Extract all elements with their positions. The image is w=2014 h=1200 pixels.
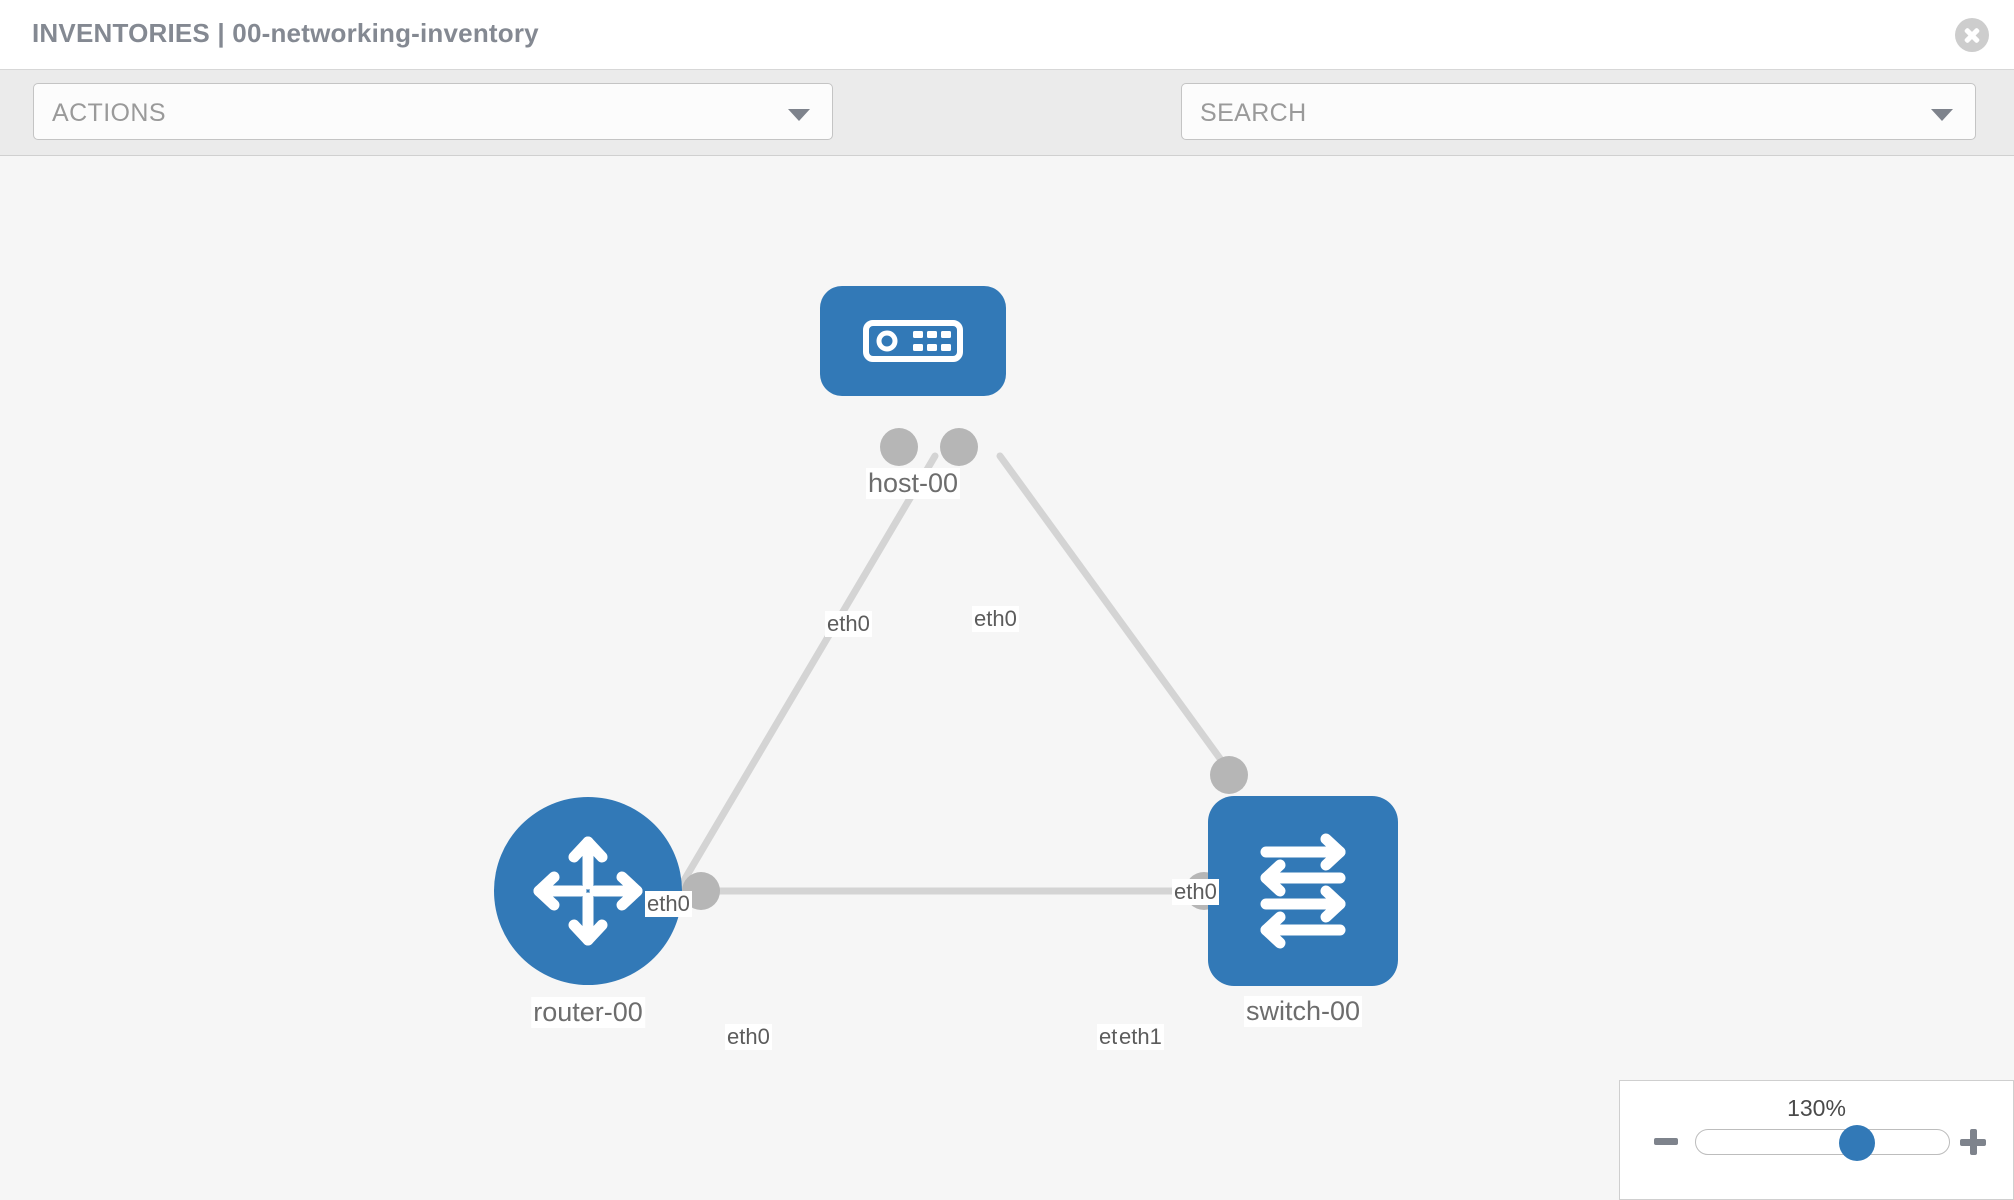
port-host-right[interactable]	[940, 428, 978, 466]
port-host-left[interactable]	[880, 428, 918, 466]
page-title: INVENTORIES | 00-networking-inventory	[32, 18, 539, 48]
node-router-00-label: router-00	[531, 997, 645, 1028]
link-host-switch	[996, 452, 1244, 790]
port-label-host-left: eth0	[825, 611, 872, 637]
port-label-switch-up: eth0	[1172, 879, 1219, 905]
topology-links	[656, 452, 1244, 925]
port-label-router-right: eth0	[725, 1024, 772, 1050]
link-host-router	[656, 452, 939, 925]
plus-icon[interactable]	[1960, 1129, 1986, 1155]
search-placeholder: SEARCH	[1200, 99, 1307, 127]
page-header: INVENTORIES | 00-networking-inventory	[0, 0, 2014, 70]
actions-dropdown[interactable]: ACTIONS	[33, 83, 833, 140]
node-router-00-shape[interactable]	[494, 797, 682, 985]
port-label-router-up: eth0	[645, 891, 692, 917]
node-host-00-label: host-00	[865, 468, 961, 499]
port-switch-top[interactable]	[1210, 756, 1248, 794]
close-icon[interactable]	[1955, 18, 1989, 52]
minus-icon[interactable]	[1654, 1138, 1678, 1145]
zoom-slider-thumb[interactable]	[1839, 1125, 1875, 1161]
zoom-slider[interactable]	[1695, 1125, 1950, 1161]
topology-canvas[interactable]: host-00 router-00	[0, 156, 2014, 1200]
switch-arrows-icon	[1260, 833, 1346, 949]
toolbar: ACTIONS SEARCH	[0, 70, 2014, 191]
zoom-level-label: 130%	[1787, 1095, 1846, 1121]
node-host-00-shape[interactable]	[820, 286, 1006, 396]
chevron-down-icon	[788, 109, 810, 121]
server-icon	[863, 320, 963, 362]
router-arrows-icon	[533, 836, 643, 946]
node-switch-00-label: switch-00	[1243, 996, 1363, 1027]
port-label-switch-left-b: eth1	[1117, 1024, 1164, 1050]
search-input[interactable]: SEARCH	[1181, 83, 1976, 140]
zoom-control-panel: 130%	[1619, 1080, 2014, 1200]
chevron-down-icon[interactable]	[1931, 109, 1953, 121]
port-label-host-right: eth0	[972, 606, 1019, 632]
node-switch-00-shape[interactable]	[1208, 796, 1398, 986]
actions-dropdown-label: ACTIONS	[52, 99, 166, 127]
